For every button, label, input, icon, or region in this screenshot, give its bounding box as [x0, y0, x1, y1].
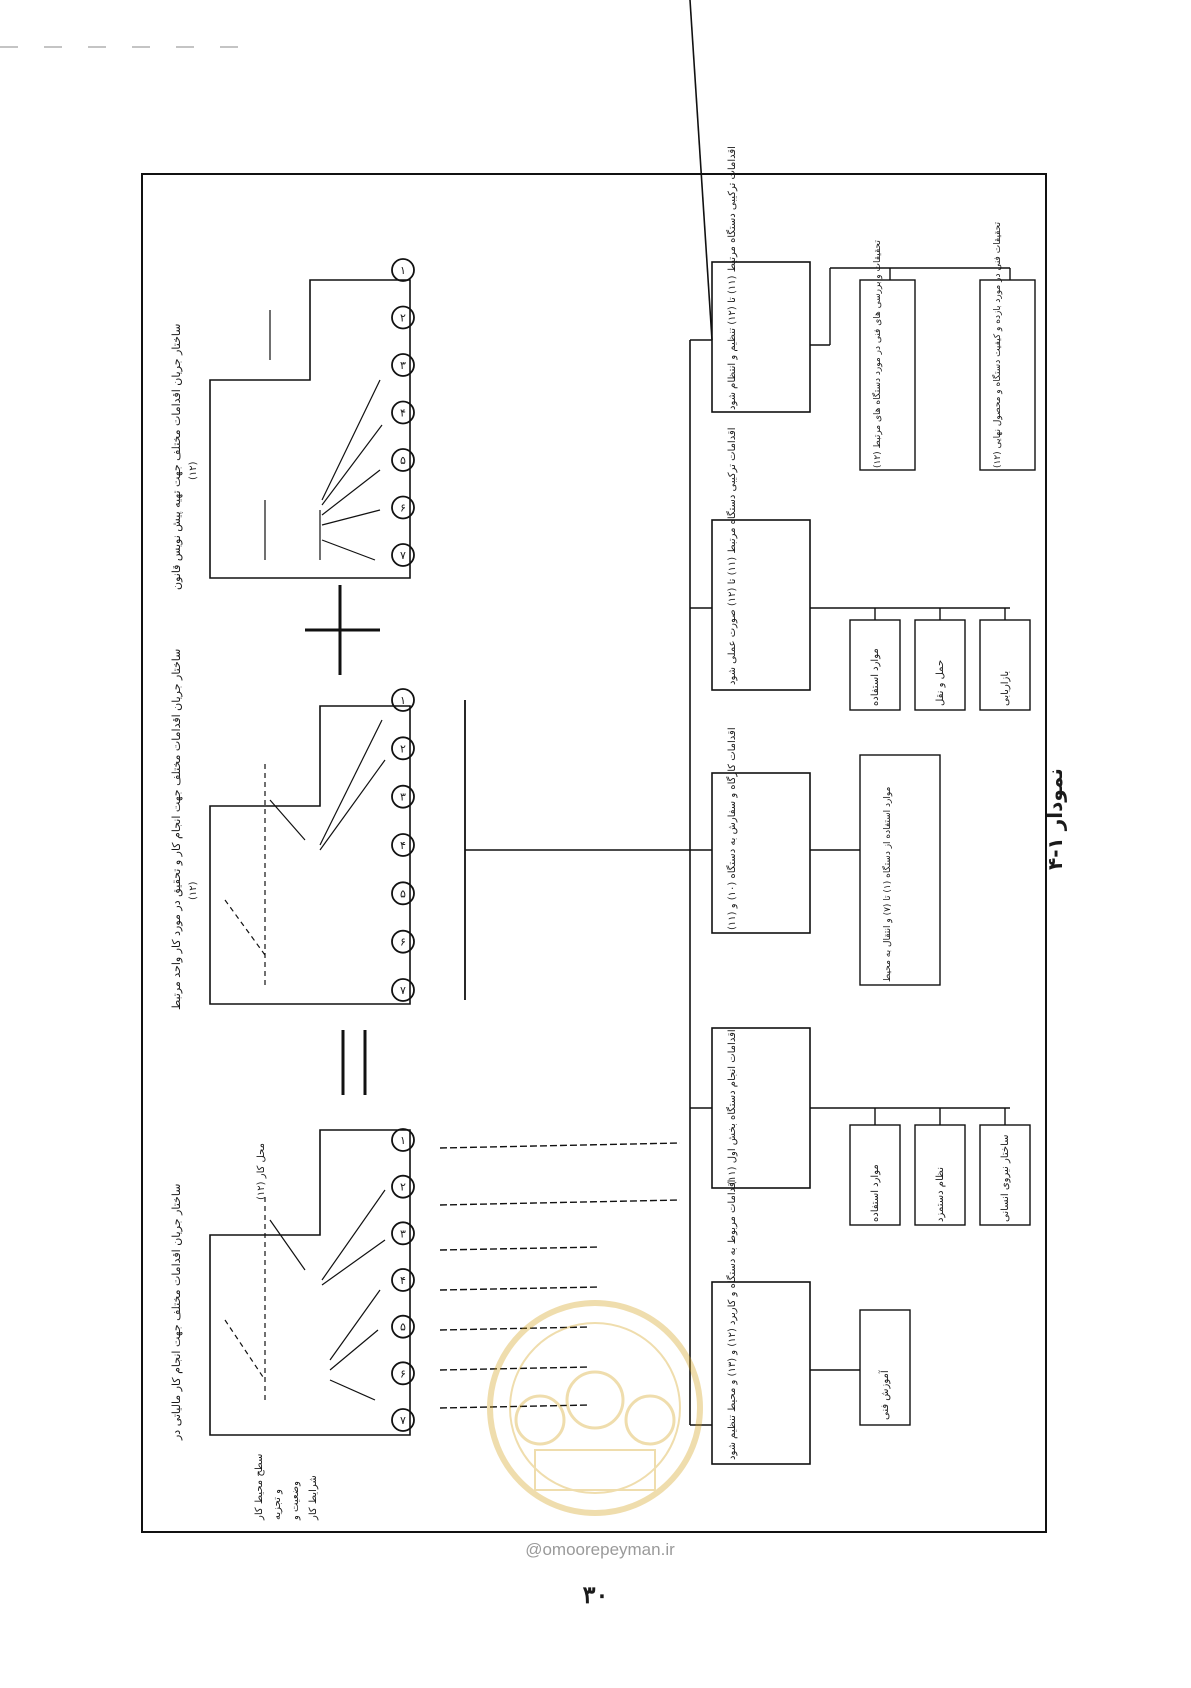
- circle-marker: [391, 1314, 415, 1339]
- org-box-label: اقدامات ترکیبی دستگاه مرتبط (۱۱) تا (۱۲)…: [726, 427, 738, 685]
- circle-number: ۷: [400, 1414, 406, 1427]
- org-subbox-label: تحقیقات فنی در مورد بازده و کیفیت دستگاه…: [991, 221, 1003, 468]
- circle-number: ۲: [400, 742, 406, 755]
- panel-left-title: ساختار جریان اقدامات مختلف جهت انجام کار…: [170, 1184, 183, 1441]
- operator-equals: [341, 1030, 367, 1095]
- left-notes: سطح محیط کار و تجزیه وضعیت و شرایط کار: [254, 1454, 319, 1521]
- circle-number: ۲: [400, 312, 406, 325]
- circle-marker: [391, 305, 415, 330]
- watermark-url: @omoorepeyman.ir: [525, 1540, 675, 1559]
- circle-number: ۱: [400, 1134, 406, 1147]
- circle-number: ۶: [400, 936, 406, 949]
- note-line: شرایط کار: [308, 1475, 319, 1521]
- org-subbox-label: موارد استفاده از دستگاه (۱) تا (۷) و انت…: [881, 786, 893, 982]
- circle-number: ۴: [400, 407, 406, 420]
- org-box-label: اقدامات مربوط به دستگاه و کاربرد (۱۲) و …: [726, 1180, 738, 1460]
- circle-number: ۵: [400, 887, 406, 900]
- org-box-label: اقدامات ترکیبی دستگاه مرتبط (۱۱) تا (۱۲)…: [726, 146, 738, 410]
- circle-marker: [391, 1221, 415, 1246]
- panel-left-subtitle: محل کار (۱۲): [256, 1143, 267, 1200]
- panel-middle-subtitle: (۱۲): [188, 881, 199, 900]
- note-line: وضعیت و: [290, 1481, 301, 1521]
- circle-marker: [391, 1128, 415, 1152]
- circle-marker: [391, 495, 415, 520]
- circle-marker: [391, 258, 415, 282]
- org-subbox-label: ساختار نیروی انسانی: [1000, 1135, 1011, 1222]
- circle-marker: [391, 688, 415, 712]
- figure-caption: نمودار ۱-۴: [1043, 768, 1067, 870]
- circle-labels-left: ۱ ۲ ۳ ۴ ۵ ۶ ۷: [391, 1128, 415, 1432]
- circle-marker: [391, 1361, 415, 1386]
- circle-number: ۳: [400, 359, 406, 372]
- panel-left: ساختار جریان اقدامات مختلف جهت انجام کار…: [170, 1129, 681, 1441]
- circle-labels-right: ۱ ۲ ۳ ۴ ۵ ۶ ۷: [391, 258, 415, 567]
- org-subbox-label: حمل و نقل: [935, 660, 946, 706]
- watermark-seal: [487, 1300, 703, 1516]
- panel-right-subtitle: (۱۲): [188, 461, 199, 480]
- circle-number: ۳: [400, 1227, 406, 1240]
- circle-marker: [391, 978, 415, 1002]
- circle-number: ۵: [400, 1321, 406, 1334]
- circle-number: ۲: [400, 1181, 406, 1194]
- circle-number: ۶: [400, 1367, 406, 1380]
- circle-marker: [391, 353, 415, 377]
- org-subbox-label: موارد استفاده: [870, 648, 881, 706]
- org-box-label: اقدامات انجام دستگاه بخش اول (۱۱): [726, 1029, 738, 1185]
- panel-middle: ساختار جریان اقدامات مختلف جهت انجام کار…: [170, 649, 466, 1010]
- org-chart: اقدامات ترکیبی دستگاه مرتبط (۱۱) تا (۱۲)…: [465, 0, 1036, 1465]
- org-subbox-label: نظام دستمزد: [935, 1167, 946, 1222]
- circle-number: ۱: [400, 694, 406, 707]
- circle-number: ۷: [400, 549, 406, 562]
- org-subbox-label: بازاریابی: [1000, 671, 1011, 706]
- operator-plus: [305, 585, 380, 675]
- circle-marker: [391, 881, 415, 906]
- circle-number: ۶: [400, 502, 406, 515]
- circle-number: ۷: [400, 984, 406, 997]
- diagram-frame: [141, 173, 1047, 1533]
- org-box-label: اقدامات کارگاه و سفارش به دستگاه (۱۰) و …: [726, 727, 738, 930]
- circle-number: ۴: [400, 839, 406, 852]
- circle-marker: [391, 736, 415, 761]
- circle-marker: [391, 1268, 415, 1292]
- panel-right: ساختار جریان اقدامات مختلف جهت تهیه پیش …: [170, 279, 411, 590]
- circle-marker: [391, 784, 415, 809]
- panel-right-title: ساختار جریان اقدامات مختلف جهت تهیه پیش …: [170, 324, 183, 590]
- panel-middle-title: ساختار جریان اقدامات مختلف جهت انجام کار…: [170, 649, 184, 1010]
- circle-marker: [391, 448, 415, 472]
- org-subbox-label: تحقیقات و بررسی های فنی در مورد دستگاه ه…: [871, 240, 883, 468]
- note-line: سطح محیط کار: [254, 1454, 265, 1521]
- circle-marker: [391, 1174, 415, 1199]
- circle-marker: [391, 1408, 415, 1432]
- circle-marker: [391, 833, 415, 857]
- circle-number: ۴: [400, 1274, 406, 1287]
- circle-marker: [391, 543, 415, 567]
- note-line: و تجزیه: [272, 1489, 283, 1520]
- page-number: ۳۰: [582, 1580, 609, 1609]
- circle-number: ۵: [400, 454, 406, 467]
- circle-marker: [391, 400, 415, 425]
- circle-marker: [391, 929, 415, 954]
- circle-labels-middle: ۱ ۲ ۳ ۴ ۵ ۶ ۷: [391, 688, 415, 1002]
- circle-number: ۳: [400, 791, 406, 804]
- org-subbox-label: موارد استفاده: [870, 1164, 881, 1222]
- circle-number: ۱: [400, 264, 406, 277]
- org-subbox-label: آموزش فنی: [878, 1369, 891, 1420]
